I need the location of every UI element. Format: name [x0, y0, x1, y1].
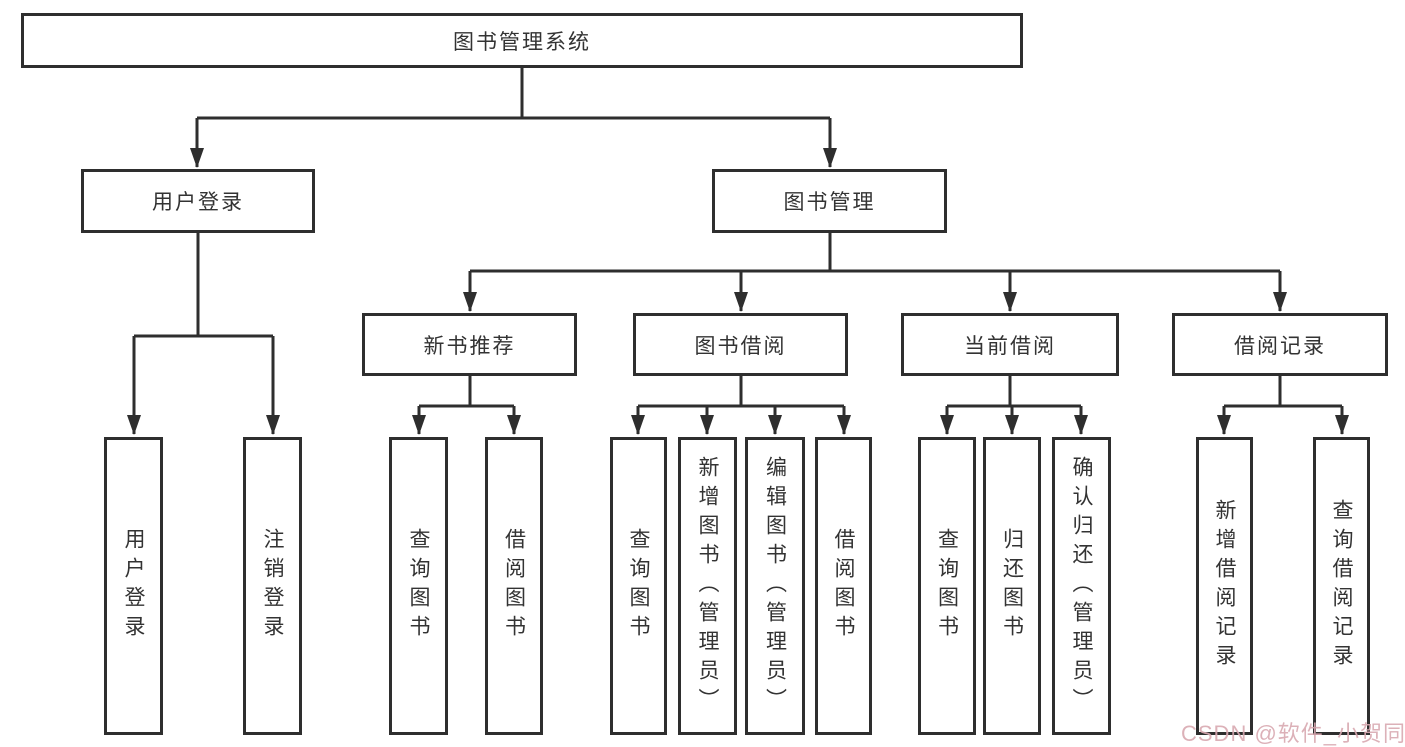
leaf-borrowing-add-books-admin: 新增图书（管理员） [678, 437, 737, 735]
leaf-logout: 注销登录 [243, 437, 302, 735]
leaf-current-query-books: 查询图书 [918, 437, 976, 735]
node-user-login: 用户登录 [81, 169, 315, 233]
node-book-management: 图书管理 [712, 169, 947, 233]
node-new-book-recommend: 新书推荐 [362, 313, 577, 376]
leaf-current-return-books: 归还图书 [983, 437, 1041, 735]
node-current-borrowing: 当前借阅 [901, 313, 1119, 376]
leaf-records-query-record: 查询借阅记录 [1313, 437, 1370, 735]
node-book-borrowing: 图书借阅 [633, 313, 848, 376]
leaf-records-add-record: 新增借阅记录 [1196, 437, 1253, 735]
leaf-newbook-borrow-books: 借阅图书 [485, 437, 543, 735]
node-library-management-system: 图书管理系统 [21, 13, 1023, 68]
leaf-current-confirm-return-admin: 确认归还（管理员） [1052, 437, 1111, 735]
leaf-borrowing-edit-books-admin: 编辑图书（管理员） [745, 437, 805, 735]
node-borrowing-records: 借阅记录 [1172, 313, 1388, 376]
leaf-user-login: 用户登录 [104, 437, 163, 735]
leaf-borrowing-borrow-books: 借阅图书 [815, 437, 872, 735]
csdn-watermark: CSDN @软件_小贺同学 [1181, 721, 1405, 746]
leaf-newbook-query-books: 查询图书 [389, 437, 448, 735]
connector-arrows [127, 118, 1349, 435]
leaf-borrowing-query-books: 查询图书 [610, 437, 667, 735]
